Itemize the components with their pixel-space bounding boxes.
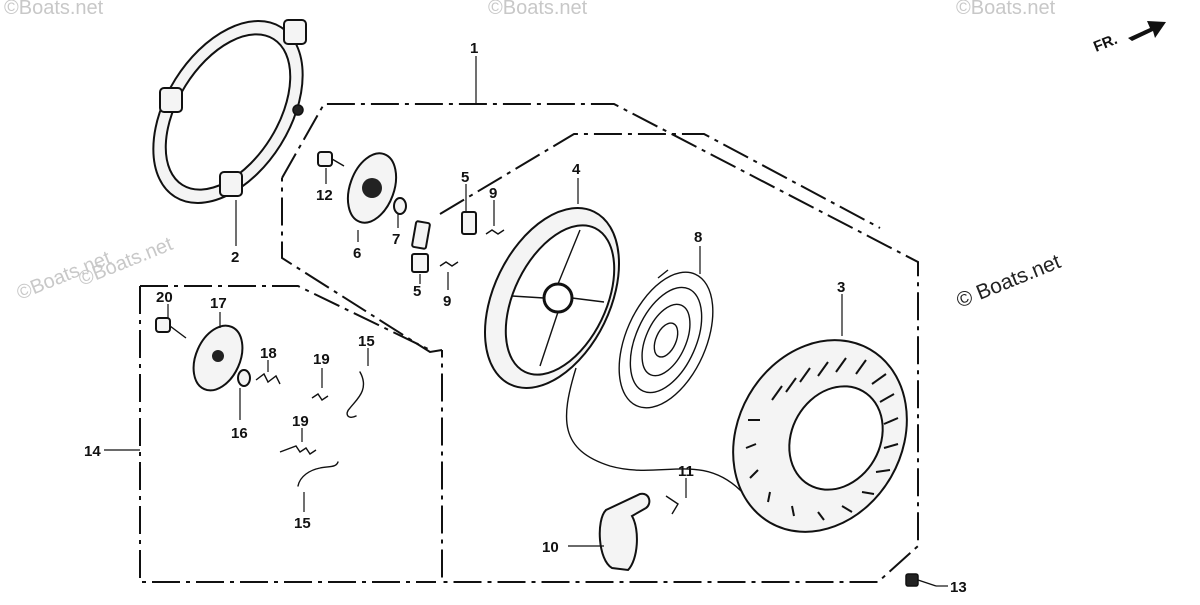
callout-4: 4 [572, 161, 581, 178]
reel-spoke-4 [571, 297, 605, 303]
reel-spoke-2 [539, 311, 559, 367]
callout-10: 10 [542, 539, 559, 556]
ring-inner [164, 33, 292, 191]
bolt-13-part [905, 573, 937, 587]
washer-16 [237, 369, 251, 387]
reel-spoke-1 [557, 229, 581, 285]
arrow-right-icon [1128, 21, 1166, 41]
bolt-12-shaft [331, 158, 345, 167]
callout-19-lower: 19 [292, 413, 309, 430]
leader-lines [104, 56, 948, 587]
cam-hub [362, 178, 382, 198]
bolt-20-part [155, 317, 187, 339]
ratchet-pawl-7 [411, 220, 431, 250]
outline-assembly-1 [281, 103, 919, 583]
callout-3: 3 [837, 279, 845, 296]
bolt-13-head [905, 573, 919, 587]
callout-14: 14 [84, 443, 101, 460]
bolt-20-head [155, 317, 171, 333]
friction-plate-part [192, 324, 244, 392]
front-direction-indicator: FR. [1091, 21, 1166, 56]
callout-2: 2 [231, 249, 239, 266]
spring-coil-2 [629, 286, 703, 394]
cam-part [346, 152, 398, 224]
outline-assembly-14 [139, 286, 436, 583]
callout-9-lower: 9 [443, 293, 451, 310]
pawl-5-lower [411, 253, 429, 273]
callout-6: 6 [353, 245, 361, 262]
bolt-12-part [317, 151, 345, 167]
callout-1: 1 [470, 40, 478, 57]
callout-17: 17 [210, 295, 227, 312]
handle-part [598, 492, 651, 572]
callout-13: 13 [950, 579, 967, 596]
ring-lug-top [283, 19, 307, 45]
watermark-top-center: ©Boats.net [488, 0, 588, 19]
watermark-top-left: ©Boats.net [4, 0, 104, 19]
callout-5-lower: 5 [413, 283, 421, 300]
callout-12: 12 [316, 187, 333, 204]
callout-9-upper: 9 [489, 185, 497, 202]
spring-coil-4 [653, 322, 679, 358]
reel-hub [542, 282, 574, 314]
spring-19-upper [311, 393, 329, 401]
pawl-5-upper [461, 211, 477, 235]
ring-lug-bottom [219, 171, 243, 197]
ring-lug-left [159, 87, 183, 113]
spring-coil-3 [641, 303, 691, 377]
starter-case-part [732, 339, 908, 533]
callout-7: 7 [392, 231, 400, 248]
case-opening [788, 385, 884, 491]
case-vents [745, 357, 899, 521]
assembly-outlines [139, 103, 919, 583]
hose-15-lower [297, 461, 339, 487]
hose-15-upper [346, 371, 365, 418]
spring-9-lower [439, 261, 459, 267]
outline-assembly-3 [439, 133, 881, 229]
callout-numbers: 1 2 3 4 5 5 6 7 8 9 9 10 11 12 13 14 15 … [84, 40, 967, 596]
reel-spoke-3 [511, 295, 545, 299]
callout-8: 8 [694, 229, 702, 246]
callout-15-lower: 15 [294, 515, 311, 532]
spring-18 [255, 372, 281, 385]
callout-11: 11 [678, 463, 694, 480]
bolt-20-shaft [169, 325, 187, 339]
friction-plate-hub [212, 350, 224, 362]
callout-19-upper: 19 [313, 351, 330, 368]
bolt-13-shaft [917, 579, 937, 587]
spring-19-lower [279, 445, 317, 455]
spring-tab [657, 269, 669, 279]
callout-16: 16 [231, 425, 248, 442]
ring-plate-part [152, 19, 307, 204]
callout-18: 18 [260, 345, 277, 362]
callout-20: 20 [156, 289, 173, 306]
front-label: FR. [1091, 31, 1120, 56]
outline-assembly-14-top [140, 285, 431, 351]
spring-coil-1 [618, 271, 714, 409]
starter-grip [598, 492, 651, 572]
outline-assembly-1b [281, 178, 443, 354]
reel-part [484, 207, 620, 389]
callout-5-upper: 5 [461, 169, 469, 186]
callout-15-upper: 15 [358, 333, 375, 350]
bolt-12-head [317, 151, 333, 167]
rope-clip-11 [665, 495, 679, 515]
watermark-main: © Boats.net [953, 250, 1064, 313]
spiral-spring-part [618, 269, 714, 409]
spring-9-upper [485, 229, 505, 235]
washer-7 [393, 197, 407, 215]
watermark-top-right: ©Boats.net [956, 0, 1056, 19]
ring-bolt [292, 104, 304, 116]
